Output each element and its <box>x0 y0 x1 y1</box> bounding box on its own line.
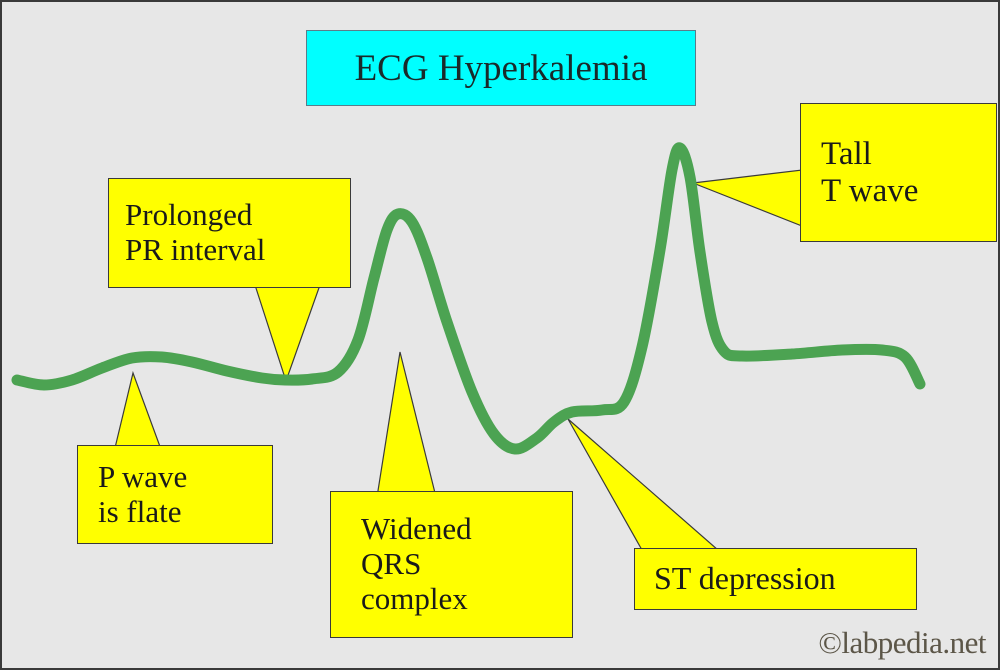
callout-widened-qrs: Widened QRS complex <box>330 491 573 638</box>
callout-p-wave-line1: P wave <box>98 458 188 494</box>
watermark-labpedia: ©labpedia.net <box>818 625 986 660</box>
callout-prolonged-pr-line1: Prolonged <box>125 197 253 233</box>
callout-tall-t-wave: Tall T wave <box>800 103 997 242</box>
callout-tall-t-line1: Tall <box>821 135 872 172</box>
callout-p-wave-line2: is flate <box>98 493 182 529</box>
chart-title-text: ECG Hyperkalemia <box>354 47 648 89</box>
callout-pointers <box>113 169 803 551</box>
callout-st-line1: ST depression <box>654 560 836 597</box>
pointer-prolonged-pr <box>254 284 321 383</box>
pointer-widened-qrs <box>376 351 437 498</box>
callout-prolonged-pr-line2: PR interval <box>125 232 266 267</box>
callout-tall-t-line2: T wave <box>821 172 919 209</box>
callout-st-depression: ST depression <box>634 548 917 610</box>
callout-prolonged-pr: Prolonged PR interval <box>108 178 351 288</box>
pointer-p-wave-flat <box>113 370 163 453</box>
pointer-tall-t <box>692 169 803 227</box>
callout-qrs-line1: Widened <box>361 511 472 547</box>
callout-qrs-line2: QRS <box>361 546 422 582</box>
chart-title: ECG Hyperkalemia <box>306 30 696 106</box>
callout-p-wave-flat: P wave is flate <box>77 445 273 544</box>
ecg-trace <box>11 142 926 455</box>
callout-qrs-line3: complex <box>361 580 468 616</box>
pointer-st-depression <box>567 418 720 551</box>
